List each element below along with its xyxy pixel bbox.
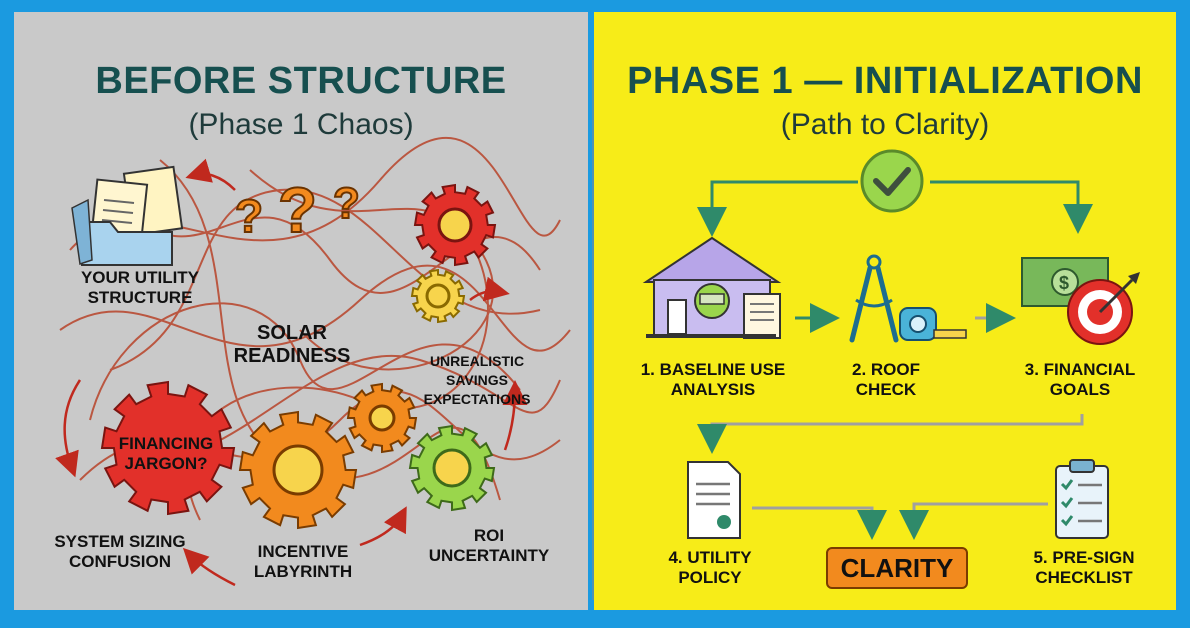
gear-hub bbox=[425, 283, 451, 309]
right-title: PHASE 1 — INITIALIZATION bbox=[627, 60, 1143, 102]
check-circle-icon bbox=[860, 149, 924, 213]
svg-text:?: ? bbox=[235, 190, 263, 242]
documents-folder-icon bbox=[71, 165, 184, 266]
right-subtitle: (Path to Clarity) bbox=[780, 108, 990, 141]
chaos-arrows bbox=[55, 158, 528, 587]
label-unrealistic-savings: UNREALISTIC SAVINGS EXPECTATIONS bbox=[423, 353, 531, 407]
step-2-label: 2. ROOF CHECK bbox=[851, 360, 920, 399]
policy-document-icon bbox=[687, 461, 741, 539]
flow-arrows bbox=[697, 180, 1093, 540]
gear-icon bbox=[100, 380, 236, 516]
label-financing-jargon: FINANCING JARGON? bbox=[118, 434, 214, 473]
svg-text:?: ? bbox=[278, 174, 317, 246]
gear-hub bbox=[432, 448, 472, 488]
money-target-icon: $ bbox=[1021, 257, 1140, 345]
gears-cluster bbox=[100, 183, 497, 530]
step-3-label: 3. FINANCIAL GOALS bbox=[1024, 360, 1136, 399]
step-1-label: 1. BASELINE USE ANALYSIS bbox=[640, 360, 786, 399]
clipboard-checklist-icon bbox=[1055, 459, 1109, 539]
svg-text:$: $ bbox=[1059, 273, 1069, 293]
compass-tape-icon bbox=[849, 254, 967, 343]
gear-hub bbox=[437, 207, 473, 243]
clarity-badge: CLARITY bbox=[826, 547, 968, 589]
gear-hub bbox=[368, 404, 396, 432]
left-title: BEFORE STRUCTURE bbox=[95, 60, 507, 102]
label-system-sizing: SYSTEM SIZING CONFUSION bbox=[54, 532, 186, 571]
question-marks-icon: ? ? ? bbox=[234, 173, 361, 247]
label-solar-readiness: SOLAR READINESS bbox=[233, 322, 351, 367]
label-incentive-labyrinth: INCENTIVE LABYRINTH bbox=[253, 542, 353, 581]
gear-hub bbox=[272, 444, 324, 496]
house-meter-icon bbox=[642, 236, 782, 339]
step-4-label: 4. UTILITY POLICY bbox=[668, 548, 752, 587]
label-utility-structure: YOUR UTILITY STRUCTURE bbox=[80, 268, 200, 307]
svg-text:?: ? bbox=[333, 179, 360, 228]
left-subtitle: (Phase 1 Chaos) bbox=[188, 108, 414, 141]
label-roi-uncertainty: ROI UNCERTAINTY bbox=[428, 526, 550, 565]
step-5-label: 5. PRE-SIGN CHECKLIST bbox=[1033, 548, 1135, 587]
